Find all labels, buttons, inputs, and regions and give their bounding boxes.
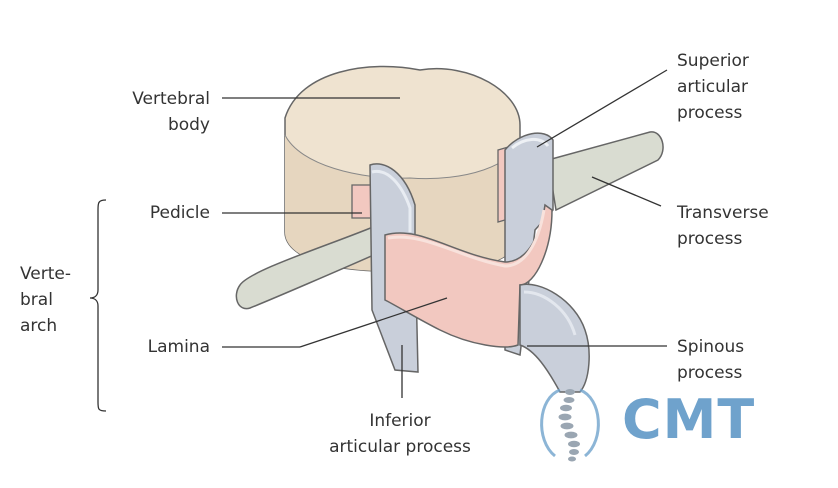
leader-lines <box>222 69 668 398</box>
right-transverse-process-shape <box>547 131 664 212</box>
label-transverse-process: Transverse process <box>677 203 769 249</box>
leader-lamina-2 <box>299 297 448 348</box>
label-vertebral-arch: Verte- bral arch <box>20 264 72 336</box>
label-pedicle: Pedicle <box>149 203 210 223</box>
cmt-logo-mark <box>540 388 600 462</box>
label-vertebral-body: Vertebral body <box>132 89 210 135</box>
left-transverse-process-shape <box>235 223 386 310</box>
label-inferior-articular-process: Inferior articular process <box>329 411 471 457</box>
spinous-process-shape <box>519 283 590 393</box>
label-superior-articular-process: Superior articular process <box>677 51 749 123</box>
cmt-logo-text: CMT <box>622 388 756 451</box>
vertebral-arch-bracket <box>89 199 107 412</box>
label-spinous-process: Spinous process <box>677 337 745 383</box>
label-lamina: Lamina <box>147 337 210 357</box>
leader-superior-articular <box>536 69 668 148</box>
leader-transverse <box>591 176 662 207</box>
